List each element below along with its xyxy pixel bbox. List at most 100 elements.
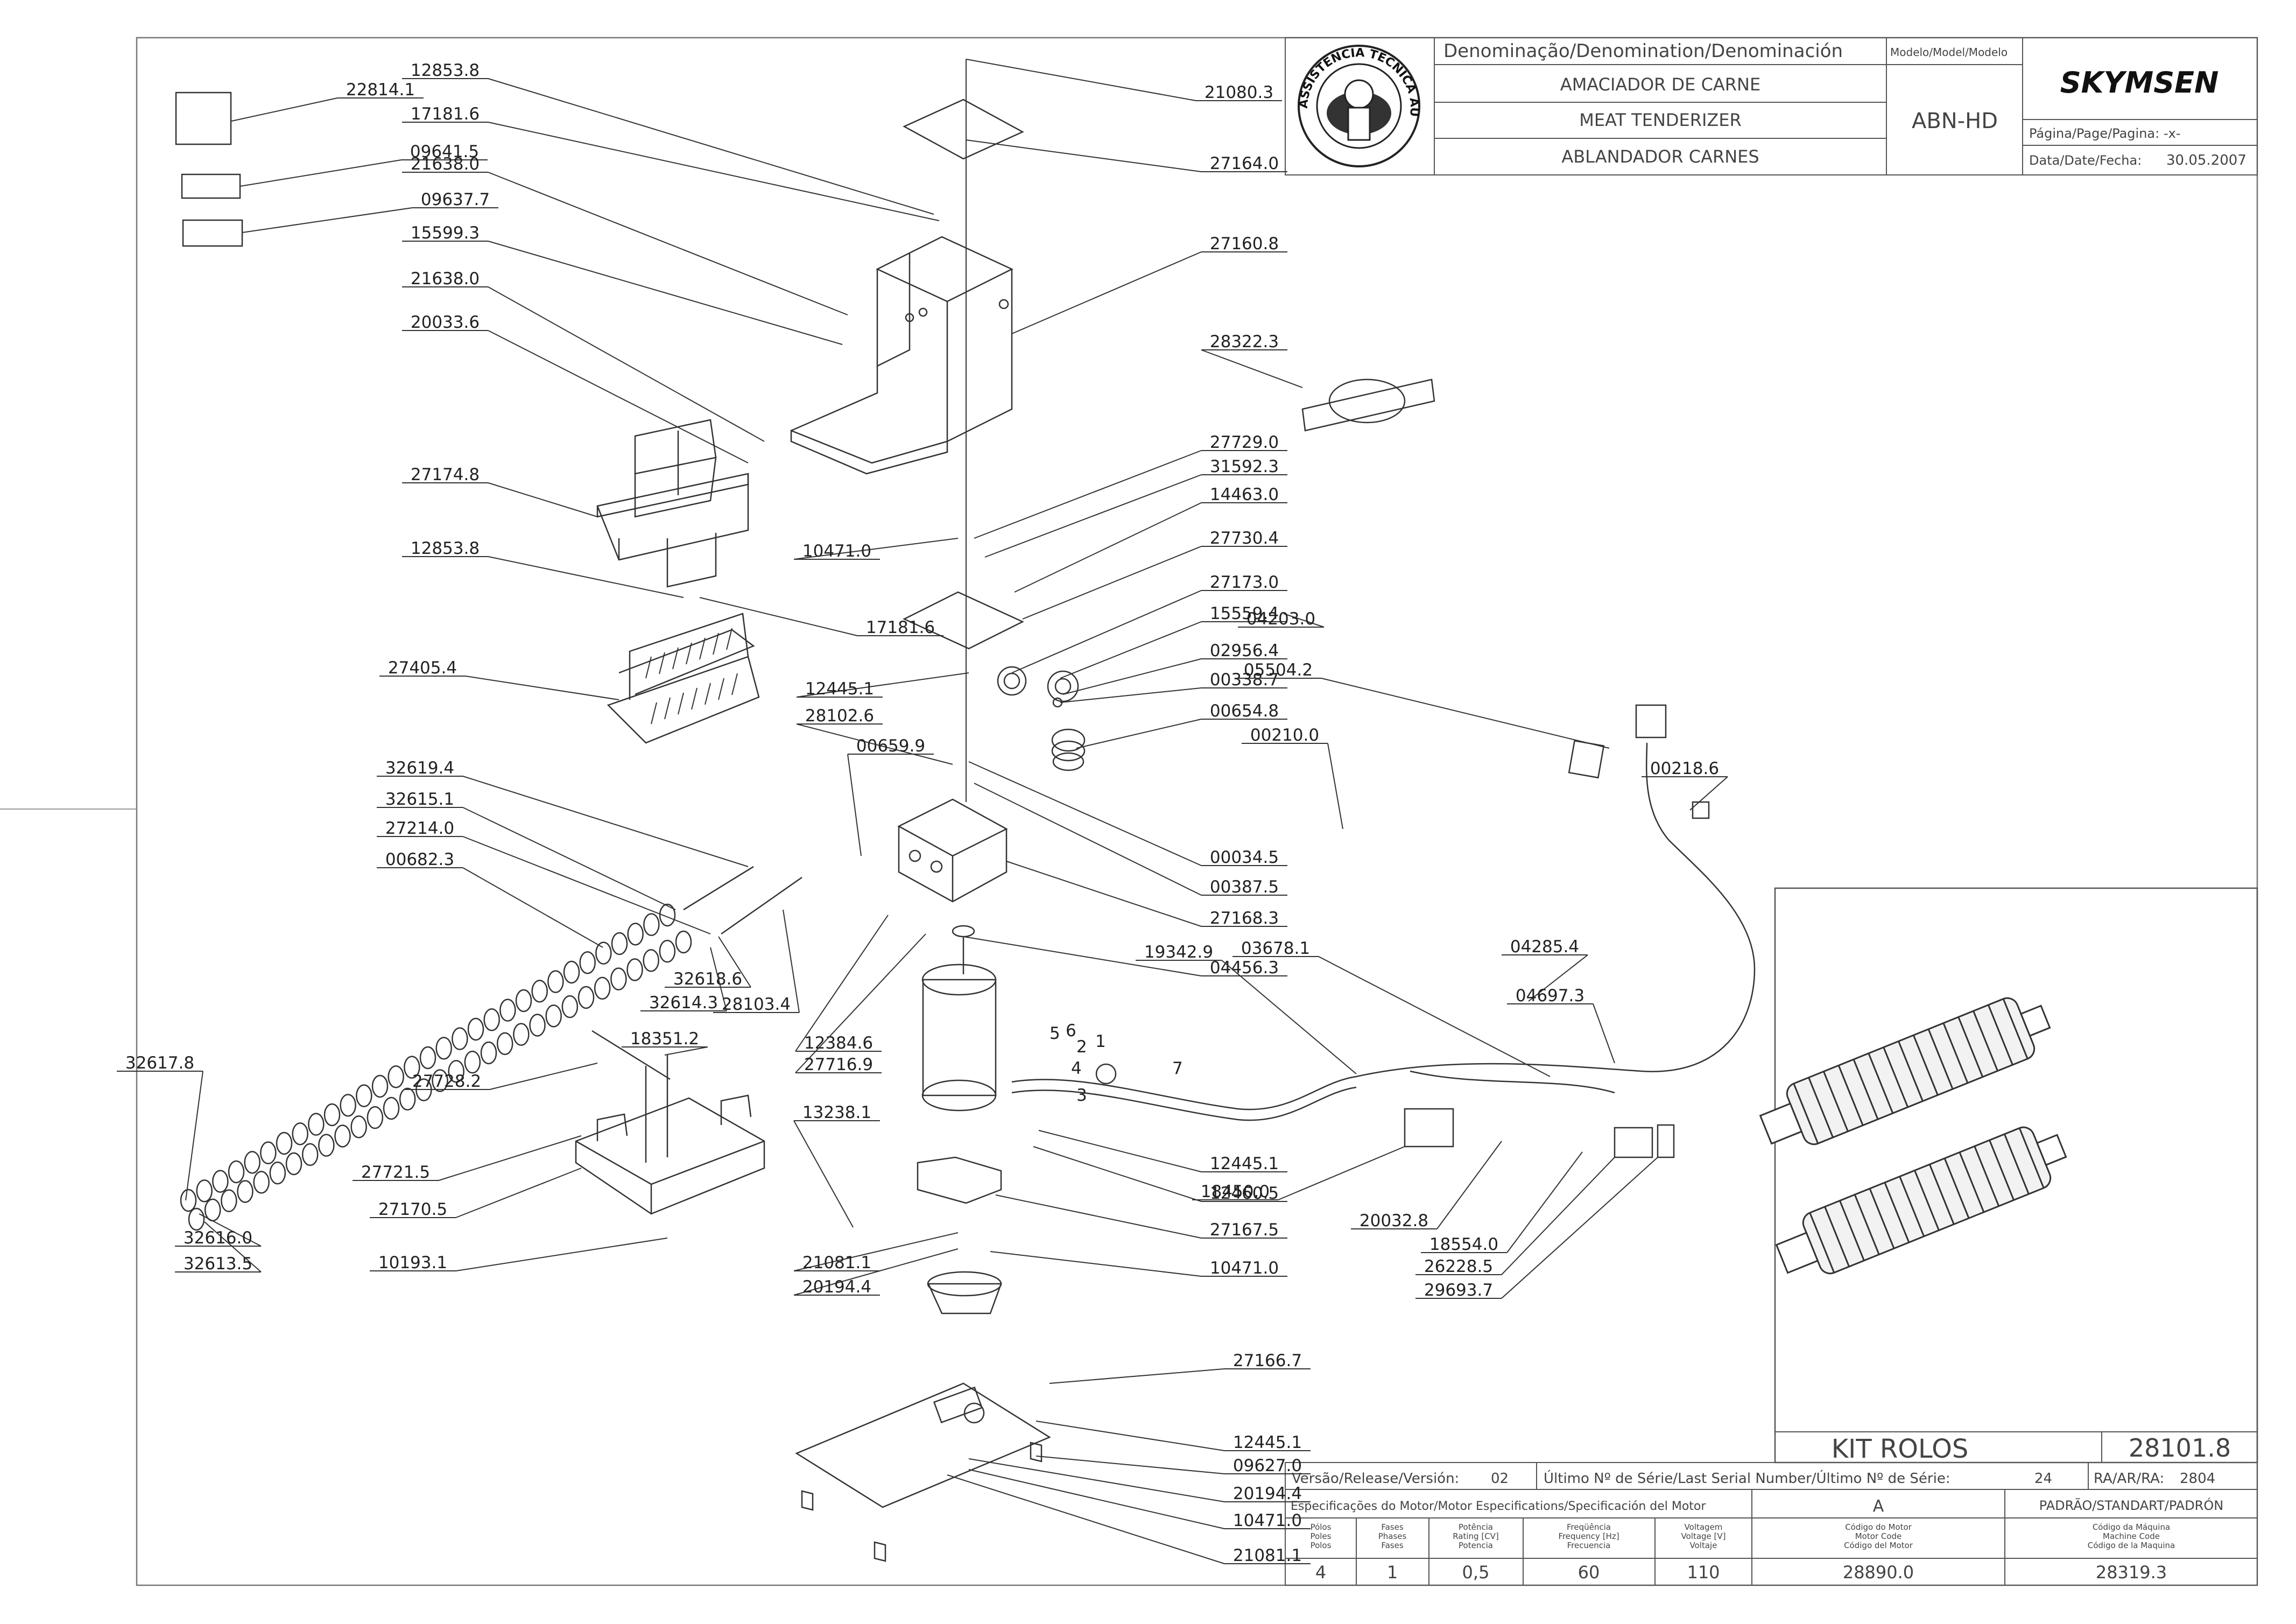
part-label: 15559.4 <box>1210 604 1279 623</box>
callout-leader <box>462 867 603 948</box>
callout-leader <box>488 286 765 442</box>
motor-spec-label: Especificações do Motor/Motor Especifica… <box>1291 1500 1706 1513</box>
part-label: 27729.0 <box>1210 433 1279 452</box>
spec-col-header: Voltaje <box>1690 1541 1717 1550</box>
name-es: ABLANDADOR CARNES <box>1561 146 1759 167</box>
blade-disc <box>260 1141 277 1164</box>
blade-disc <box>659 903 676 927</box>
blade-disc <box>626 958 643 981</box>
blade-disc <box>356 1084 372 1107</box>
part-label: 27167.5 <box>1210 1220 1279 1240</box>
ra-value: 2804 <box>2180 1471 2215 1487</box>
blade-disc <box>595 941 612 965</box>
callout-leader <box>793 1232 959 1271</box>
spec-col-header: Phases <box>1378 1531 1407 1541</box>
part-label: 27164.0 <box>1210 154 1279 173</box>
part-label: 14463.0 <box>1210 485 1279 504</box>
page-value: -x- <box>2164 126 2181 141</box>
callout-leader <box>1501 1157 1658 1299</box>
callout-leader <box>1321 678 1610 749</box>
part-label: 00034.5 <box>1210 848 1279 867</box>
callout-leader <box>488 556 684 598</box>
part-label: 20194.4 <box>1233 1484 1302 1503</box>
callout-leader <box>968 1469 1225 1529</box>
name-pt: AMACIADOR DE CARNE <box>1560 74 1760 95</box>
part-label: 32617.8 <box>125 1053 194 1073</box>
spec-col-header: Voltagem <box>1685 1522 1723 1532</box>
callout-leader <box>455 1168 582 1218</box>
part-label: 21638.0 <box>411 154 480 174</box>
callout-leader <box>1011 251 1202 334</box>
callout-leader <box>796 672 969 698</box>
part-label: 09627.0 <box>1233 1456 1302 1475</box>
callout-leader <box>963 936 1202 976</box>
callout-leader <box>1528 954 1588 1002</box>
part-label: 27730.4 <box>1210 529 1279 548</box>
part-label: 27173.0 <box>1210 573 1279 592</box>
brand-logo: SKYMSEN <box>2060 66 2219 100</box>
part-label: 00654.8 <box>1210 701 1279 721</box>
part-label: 27721.5 <box>361 1163 430 1182</box>
callout-leader <box>710 947 727 1011</box>
callout-leader <box>1049 1368 1225 1384</box>
blade-disc <box>301 1143 319 1166</box>
callout-leader <box>462 836 711 934</box>
spec-col-value: 28890.0 <box>1843 1562 1914 1583</box>
callout-leader <box>793 1248 959 1296</box>
part-label: 05504.2 <box>1244 660 1313 680</box>
part-label: 32615.1 <box>385 790 454 809</box>
callout-leader <box>1006 861 1202 927</box>
callout-leader <box>1201 349 1303 388</box>
denomination-header: Denominação/Denomination/Denominación <box>1443 40 1843 62</box>
blade-disc <box>480 1041 497 1065</box>
callout-leader <box>488 172 848 315</box>
part-label: 04203.0 <box>1246 609 1315 629</box>
part-label: 27214.0 <box>385 819 454 838</box>
spec-col-value: 1 <box>1387 1562 1398 1583</box>
spec-col-header: Potência <box>1459 1522 1493 1532</box>
callout-leader <box>438 1135 582 1181</box>
spec-col-header: Código de la Maquina <box>2088 1541 2175 1550</box>
date-value: 30.05.2007 <box>2166 152 2246 168</box>
wire-number: 5 <box>1050 1024 1060 1043</box>
blade-disc <box>292 1122 308 1145</box>
blade-disc <box>435 1037 452 1060</box>
callout-leader <box>974 450 1202 539</box>
callout-leader <box>974 783 1202 896</box>
callout-leader <box>995 1194 1202 1239</box>
roller-2 <box>1775 1126 2067 1275</box>
spec-col-header: Machine Code <box>2103 1531 2160 1541</box>
callout-leader <box>795 933 926 1073</box>
blade-disc <box>212 1170 229 1193</box>
blade-disc <box>334 1124 351 1148</box>
callout-leader <box>1283 613 1325 628</box>
callout-leader <box>204 1221 262 1273</box>
part-label: 18351.2 <box>630 1029 699 1049</box>
spec-col-value: 0,5 <box>1462 1562 1490 1583</box>
date-label: Data/Date/Fecha: <box>2029 153 2142 168</box>
part-callouts: 22814.109641.509637.712853.817181.621638… <box>117 59 1728 1565</box>
motor-spec-columns: PólosPolesPolos4FasesPhasesFases1Potênci… <box>1311 1522 2175 1583</box>
blade-disc <box>561 995 579 1018</box>
callout-leader <box>1278 1146 1405 1200</box>
spec-col-header: Polos <box>1311 1541 1332 1550</box>
spec-col-header: Poles <box>1311 1531 1332 1541</box>
callout-leader <box>240 159 402 187</box>
blade-disc <box>627 923 644 946</box>
serial-label: Último Nº de Série/Last Serial Number/Úl… <box>1544 1470 1950 1487</box>
part-label: 10471.0 <box>802 542 871 561</box>
spec-col-value: 4 <box>1315 1562 1326 1583</box>
kit-box: KIT ROLOS 28101.8 <box>1759 887 2258 1464</box>
spec-col-header: Pólos <box>1311 1522 1332 1532</box>
blade-disc <box>269 1161 286 1185</box>
callout-leader <box>1036 1421 1225 1451</box>
part-label: 27174.8 <box>411 465 480 484</box>
kit-code: 28101.8 <box>2129 1433 2231 1463</box>
callout-leader <box>968 1458 1225 1502</box>
spec-col-header: Código do Motor <box>1845 1522 1912 1532</box>
wire-number: 1 <box>1095 1032 1106 1051</box>
callout-leader <box>1062 658 1202 695</box>
part-label: 04697.3 <box>1516 986 1584 1006</box>
spec-col-header: Fases <box>1381 1522 1403 1532</box>
spec-col-header: Frequency [Hz] <box>1558 1531 1619 1541</box>
